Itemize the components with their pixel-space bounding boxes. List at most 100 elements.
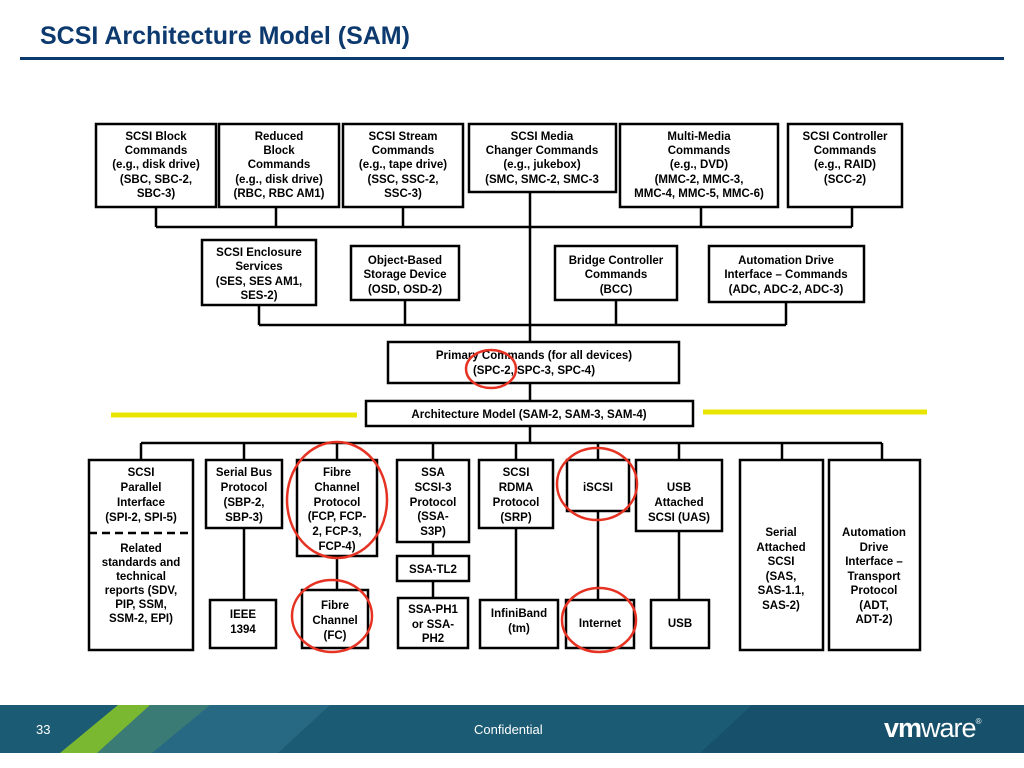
box-line: Commands — [585, 269, 648, 281]
box-line: (ADC, ADC-2, ADC-3) — [729, 284, 844, 296]
device-set-box: Bridge Controller Commands (BCC) — [553, 244, 679, 302]
box-line: SCSI Media — [511, 131, 574, 143]
vmware-logo: vmware® — [884, 713, 981, 744]
slide-number: 33 — [36, 722, 51, 737]
box-line: ADT-2) — [855, 614, 892, 626]
box-line: iSCSI — [583, 482, 613, 494]
box-line: standards and — [102, 557, 181, 569]
box-line: Internet — [579, 618, 621, 630]
box-line: SCSI (UAS) — [648, 512, 710, 524]
box-line: Protocol — [851, 585, 898, 597]
box-line: (RBC, RBC AM1) — [234, 188, 325, 200]
box-line: Architecture Model (SAM-2, SAM-3, SAM-4) — [411, 409, 646, 421]
box-line: (SRP) — [500, 512, 531, 524]
box-line: FCP-4) — [318, 541, 355, 553]
box-line: Commands — [248, 159, 311, 171]
box-line: Channel — [312, 615, 357, 627]
box-line: IEEE — [230, 609, 257, 621]
box-line: Parallel — [121, 482, 162, 494]
command-set-box: SCSI Stream Commands (e.g., tape drive) … — [341, 122, 465, 209]
box-line: (SPC-2, SPC-3, SPC-4) — [473, 365, 595, 377]
transport-box-infiniband: InfiniBand (tm) — [478, 598, 560, 650]
box-line: Services — [235, 261, 282, 273]
box-line: (FCP, FCP- — [308, 511, 367, 523]
transport-box-fcp: Fibre Channel Protocol (FCP, FCP- 2, FCP… — [295, 458, 379, 558]
box-line: Changer Commands — [486, 145, 598, 157]
box-line: SCSI Block — [125, 131, 187, 143]
red-circle-internet — [560, 586, 638, 654]
box-line: Reduced — [255, 131, 304, 143]
transport-box-sas: Serial Attached SCSI (SAS, SAS-1.1, SAS-… — [738, 458, 825, 652]
transport-box-fc: Fibre Channel (FC) — [300, 588, 370, 650]
box-line: SCSI — [128, 467, 155, 479]
box-line: Fibre — [321, 600, 349, 612]
transport-box-adt: Automation Drive Interface – Transport P… — [827, 458, 922, 652]
box-line: Serial Bus — [216, 467, 272, 479]
box-line: SSM-2, EPI) — [109, 613, 173, 625]
box-line: SCSI — [503, 467, 530, 479]
box-line: Attached — [756, 542, 805, 554]
box-line: SCSI Enclosure — [216, 247, 302, 259]
footer-confidential: Confidential — [474, 722, 543, 737]
box-line: (SPI-2, SPI-5) — [105, 512, 177, 524]
box-line: Commands — [372, 145, 435, 157]
box-line: S3P) — [420, 526, 446, 538]
box-line: Block — [263, 145, 295, 157]
red-circle-iscsi — [555, 446, 639, 522]
box-line: SAS-2) — [762, 600, 800, 612]
transport-box-usb: USB — [649, 598, 711, 650]
box-line: USB — [667, 482, 691, 494]
command-set-box: SCSI Media Changer Commands (e.g., jukeb… — [467, 122, 618, 194]
box-line: Protocol — [221, 482, 268, 494]
transport-box-sbp: Serial Bus Protocol (SBP-2, SBP-3) — [204, 458, 284, 530]
command-set-box: SCSI Block Commands (e.g., disk drive) (… — [94, 122, 218, 209]
device-set-box: Object-Based Storage Device (OSD, OSD-2) — [349, 244, 461, 302]
box-line: (OSD, OSD-2) — [368, 284, 442, 296]
connector-lines — [139, 192, 884, 600]
box-line: SCSI-3 — [414, 482, 451, 494]
red-circle-fc — [290, 578, 374, 654]
box-line: Multi-Media — [667, 131, 731, 143]
box-line: Protocol — [493, 497, 540, 509]
box-line: (SBP-2, — [224, 497, 265, 509]
box-line: SES-2) — [240, 290, 277, 302]
box-line: USB — [668, 618, 692, 630]
box-line: Attached — [654, 497, 703, 509]
title-underline — [20, 57, 1004, 60]
box-line: (FC) — [324, 630, 347, 642]
box-line: Automation — [842, 527, 906, 539]
box-line: SSA-TL2 — [409, 564, 457, 576]
box-line: SBP-3) — [225, 512, 263, 524]
box-line: Automation Drive — [738, 255, 834, 267]
box-line: (SAS, — [766, 571, 797, 583]
box-line: Commands — [125, 145, 188, 157]
box-line: Drive — [860, 542, 889, 554]
transport-box-ieee1394: IEEE 1394 — [208, 598, 278, 650]
box-line: (e.g., DVD) — [670, 159, 728, 171]
box-line: or SSA- — [412, 619, 454, 631]
command-set-box: Reduced Block Commands (e.g., disk drive… — [217, 122, 341, 209]
slide-title: SCSI Architecture Model (SAM) — [40, 22, 410, 50]
box-line: (SSC, SSC-2, — [368, 174, 439, 186]
box-line: (SCC-2) — [824, 174, 866, 186]
transport-box-ssaph: SSA-PH1 or SSA- PH2 — [396, 596, 470, 650]
device-set-box: SCSI Enclosure Services (SES, SES AM1, S… — [200, 238, 318, 307]
box-line: (e.g., tape drive) — [359, 159, 447, 171]
box-line: Protocol — [410, 497, 457, 509]
box-line: InfiniBand — [491, 608, 547, 620]
architecture-model-box: Architecture Model (SAM-2, SAM-3, SAM-4) — [364, 399, 695, 428]
box-line: (SMC, SMC-2, SMC-3 — [485, 174, 599, 186]
logo-prefix: vm — [884, 713, 922, 743]
box-line: Object-Based — [368, 255, 442, 267]
box-line: Channel — [314, 482, 359, 494]
box-line: Commands — [814, 145, 877, 157]
box-line: 2, FCP-3, — [312, 526, 361, 538]
box-line: (e.g., disk drive) — [112, 159, 200, 171]
transport-box-ssatl2: SSA-TL2 — [395, 554, 471, 583]
sam-diagram: SCSI Block Commands (e.g., disk drive) (… — [87, 122, 927, 654]
box-line: (SES, SES AM1, — [216, 276, 303, 288]
box-line: (e.g., jukebox) — [503, 159, 580, 171]
box-line: SSA-PH1 — [408, 604, 458, 616]
box-line: (MMC-2, MMC-3, — [655, 174, 744, 186]
transport-box-srp: SCSI RDMA Protocol (SRP) — [477, 458, 555, 530]
